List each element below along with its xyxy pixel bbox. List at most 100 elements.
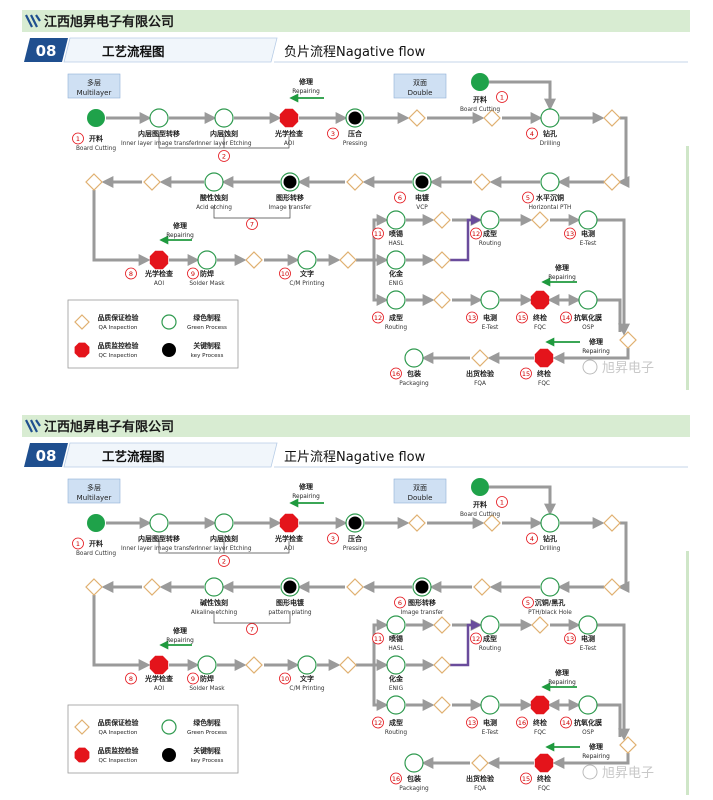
green-process-node: [197, 655, 217, 675]
step-number: 15: [522, 370, 530, 378]
group-bracket: [224, 541, 290, 554]
legend-qa-icon: [74, 314, 90, 330]
step-label-cn: 喷锡: [389, 229, 403, 238]
flow-connector: [489, 80, 556, 111]
repair-label-en: Repairing: [292, 494, 320, 500]
qa-inspection-node: [143, 578, 161, 596]
multilayer-box: [67, 73, 121, 99]
section-title-box: [63, 37, 278, 63]
step-label-en: C/M Printing: [289, 281, 324, 287]
qa-inspection-node: [433, 211, 451, 229]
qa-inspection-node: [603, 109, 621, 127]
step-label-cn: 图形转移: [408, 598, 436, 607]
step-number: 4: [530, 130, 534, 138]
step-number-badge: [560, 716, 572, 729]
legend-qc-en: QC Inspection: [99, 353, 138, 359]
step-label-cn: 成型: [389, 718, 403, 727]
company-logo-icon: [25, 419, 41, 433]
green-process-node: [386, 655, 406, 675]
qa-inspection-node: [473, 173, 491, 191]
step-number-badge: [564, 227, 576, 240]
step-label-en: Drilling: [540, 546, 561, 552]
repair-label-cn: 修理: [588, 742, 603, 751]
step-number-badge: [526, 532, 538, 545]
qa-inspection-node: [531, 616, 549, 634]
qa-inspection-node: [471, 754, 489, 772]
section-number-tab: [24, 38, 68, 62]
step-number-badge: [218, 555, 230, 567]
step-number-badge: [470, 227, 482, 240]
step-label-cn: 电测: [581, 634, 595, 643]
flow-connector: [372, 260, 389, 306]
flow-connector: [597, 623, 630, 741]
step-label-cn: 化金: [389, 674, 404, 683]
green-process-node: [540, 513, 560, 533]
green-start-node: [471, 478, 489, 496]
wechat-icon: [582, 764, 598, 780]
step-label-cn: 防焊: [200, 674, 214, 683]
step-number: 13: [468, 719, 476, 727]
enig-branch-connector: [450, 620, 481, 667]
wechat-icon: [582, 359, 598, 375]
qc-inspection-node: [534, 348, 554, 368]
legend-qc-cn: 品质监控检验: [98, 341, 139, 350]
qa-inspection-node: [603, 173, 621, 191]
qa-inspection-node: [483, 514, 501, 532]
step-label-en: ENIG: [389, 686, 404, 692]
green-process-node: [214, 513, 234, 533]
enig-branch-connector: [450, 215, 481, 262]
step-label-cn: 终检: [537, 774, 551, 783]
green-process-node: [404, 753, 424, 773]
flow-connector: [617, 521, 630, 593]
green-process-node: [578, 210, 598, 230]
step-label-en: FQC: [534, 730, 546, 736]
multilayer-box: [67, 478, 121, 504]
repair-label-cn: 修理: [298, 482, 313, 491]
step-label-en: AOI: [154, 686, 164, 692]
green-start-node: [471, 73, 489, 91]
step-label-cn: 光学检查: [144, 269, 174, 278]
qa-inspection-node: [531, 211, 549, 229]
qa-inspection-node: [603, 578, 621, 596]
step-label-en: FQA: [474, 786, 486, 792]
step-number-badge: [372, 632, 384, 645]
step-number-badge: [520, 772, 532, 785]
step-number-badge: [72, 132, 84, 145]
double-label-en: Double: [408, 494, 433, 502]
step-label-en: E-Test: [580, 646, 597, 652]
step-label-en: Inner layer Etching: [197, 546, 252, 552]
legend-green-icon: [161, 719, 177, 735]
green-process-node: [386, 290, 406, 310]
step-number: 5: [526, 599, 530, 607]
legend-qa-cn: 品质保证检验: [98, 718, 139, 727]
key-process-node: [415, 175, 429, 189]
qa-inspection-node: [408, 514, 426, 532]
step-number: 16: [392, 775, 400, 783]
green-process-node: [480, 290, 500, 310]
step-label-en: E-Test: [482, 730, 499, 736]
step-label-en: Board Cutting: [460, 512, 500, 518]
step-number-badge: [516, 716, 528, 729]
repair-label-en: Repairing: [548, 275, 576, 281]
step-label-en: AOI: [284, 546, 294, 552]
legend-box: [67, 704, 239, 774]
green-process-node: [297, 655, 317, 675]
qa-inspection-node: [346, 173, 364, 191]
flow-connector: [597, 703, 622, 737]
step-number: 7: [250, 625, 254, 633]
legend-green-cn: 绿色制程: [193, 718, 220, 727]
step-number: 6: [398, 194, 402, 202]
flow-title: 负片流程Nagative flow: [284, 45, 426, 60]
step-label-cn: 酸性蚀刻: [200, 193, 228, 202]
qc-inspection-node: [534, 753, 554, 773]
qa-inspection-node: [603, 514, 621, 532]
step-number-badge: [246, 623, 258, 635]
step-label-cn: 压合: [348, 129, 363, 138]
step-label-en: Pressing: [343, 141, 368, 147]
qa-inspection-node: [346, 578, 364, 596]
step-label-en: VCP: [416, 205, 428, 211]
company-name: 江西旭昇电子有限公司: [44, 14, 174, 30]
qa-inspection-node: [433, 251, 451, 269]
legend-qc-en: QC Inspection: [99, 758, 138, 764]
step-number: 13: [566, 230, 574, 238]
